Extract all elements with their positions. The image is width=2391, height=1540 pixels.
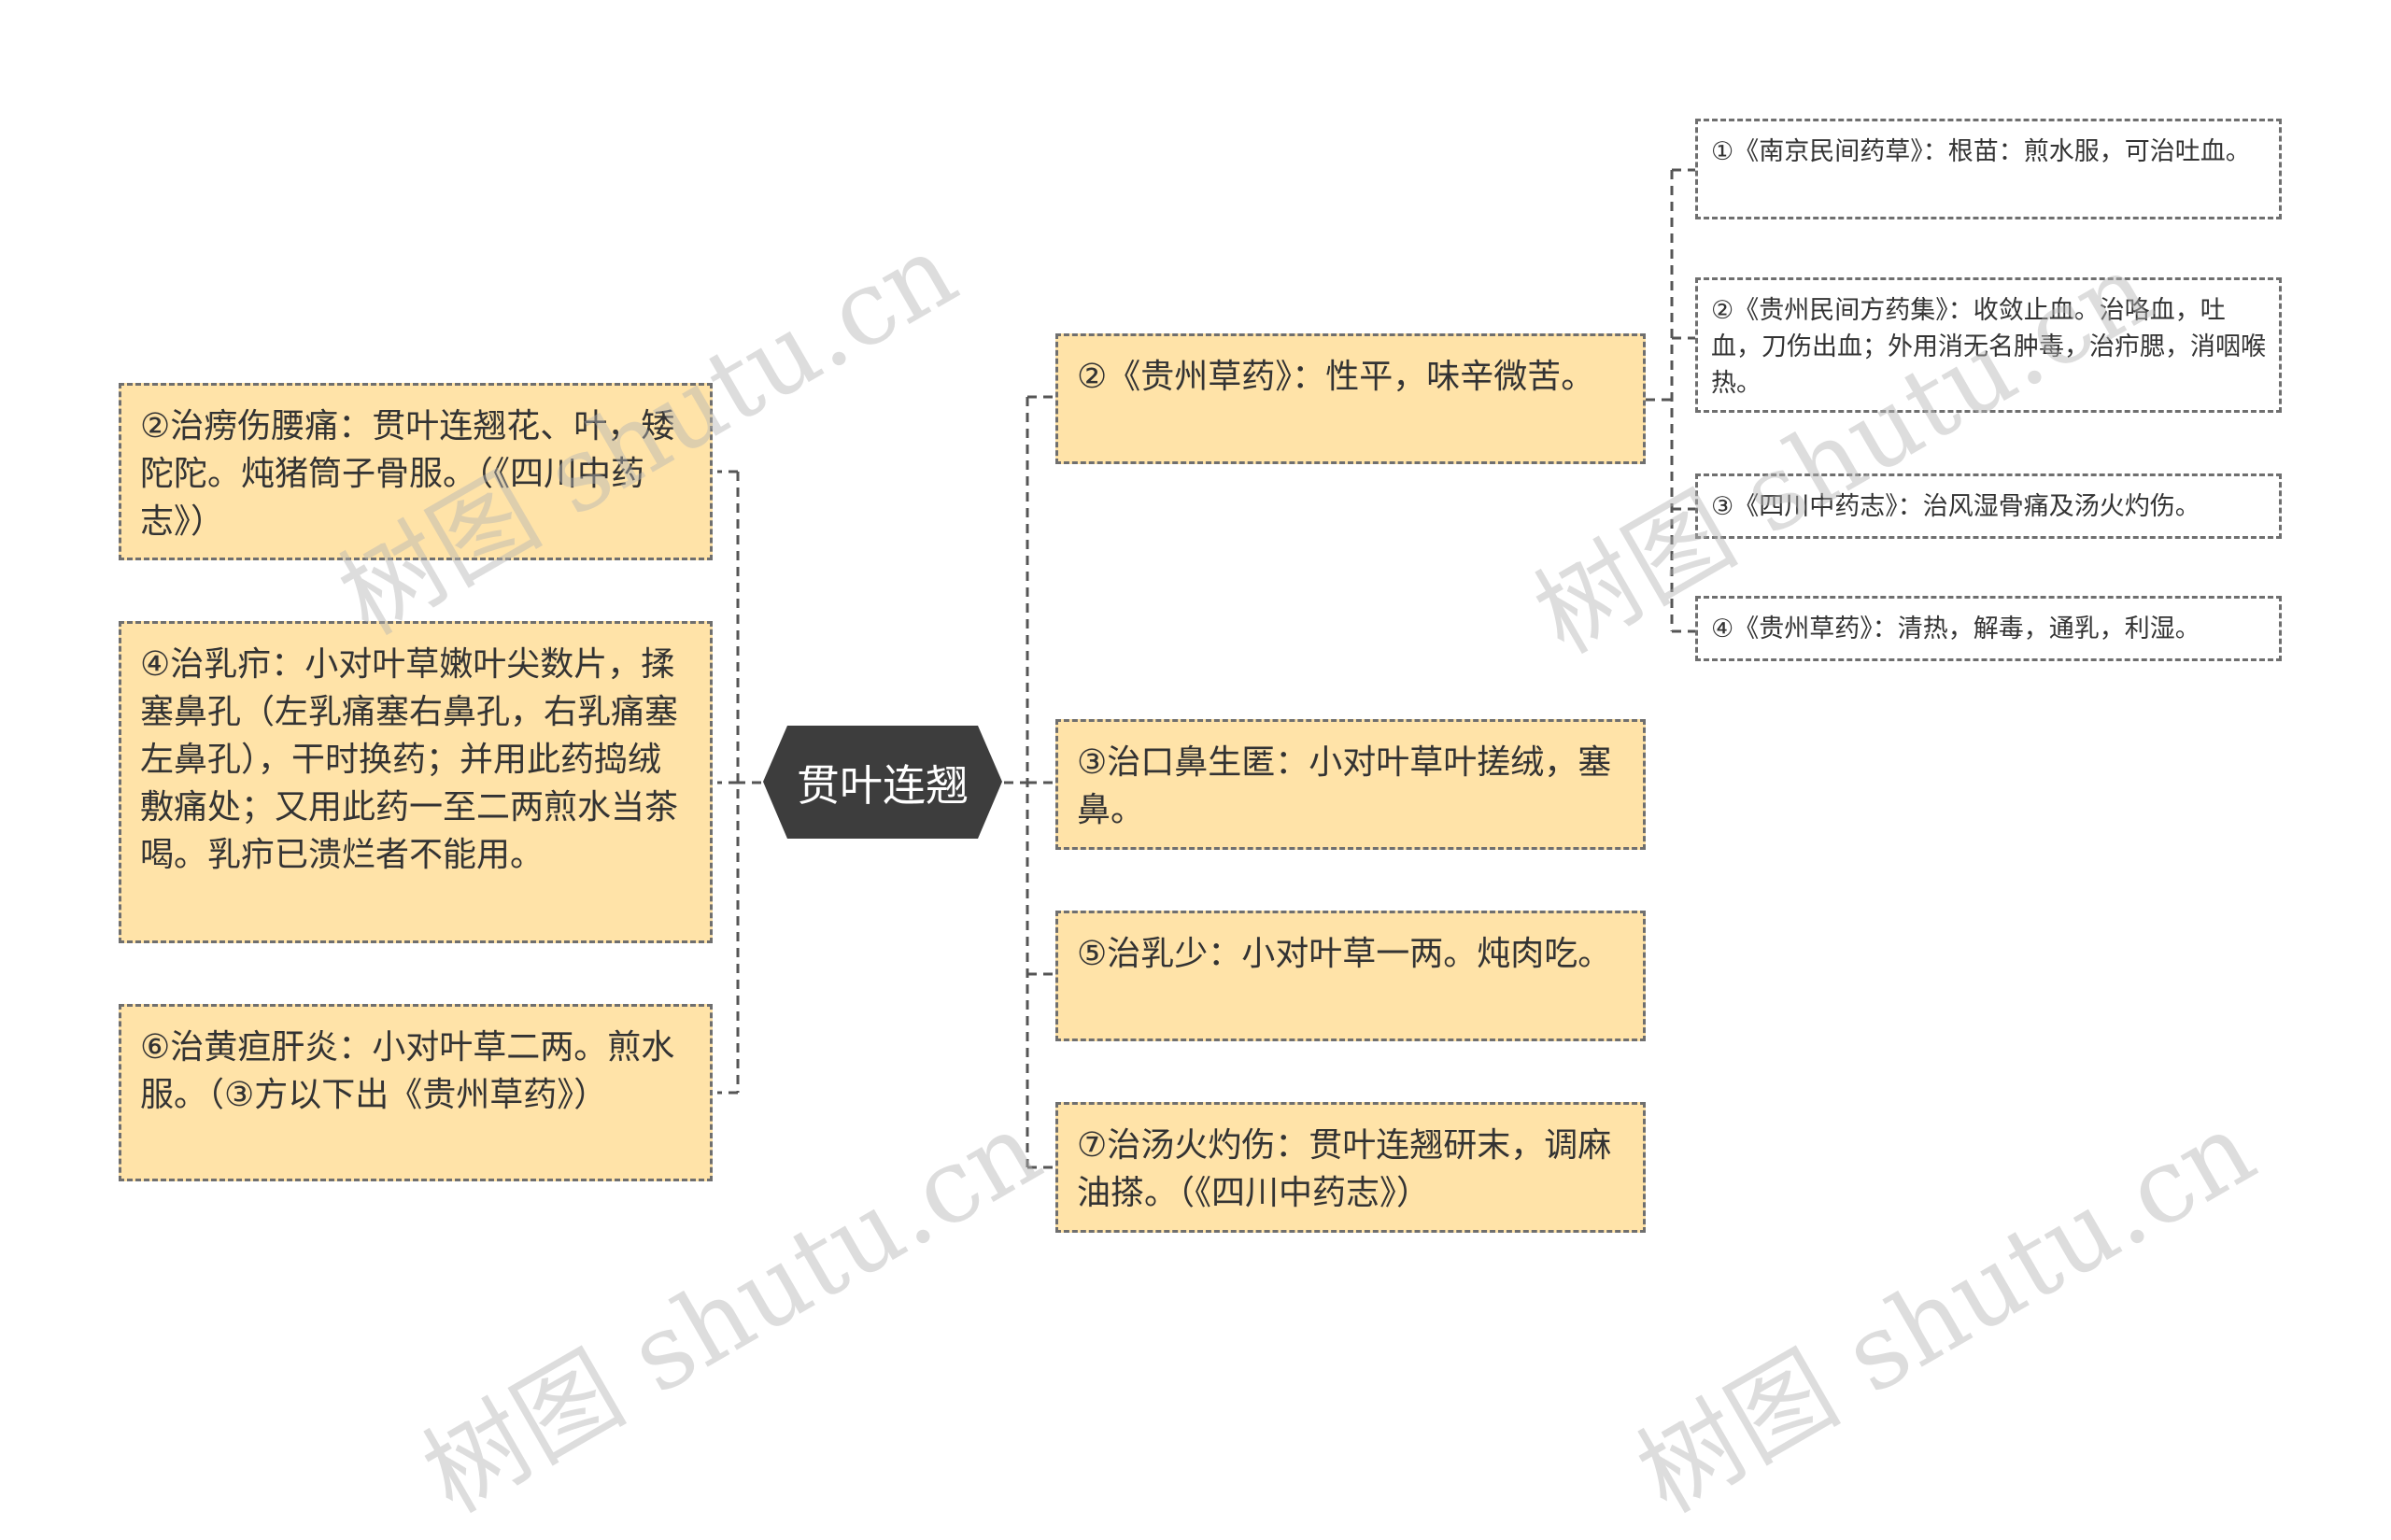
right-topic-1[interactable]: ②《贵州草药》：性平，味辛微苦。 bbox=[1055, 333, 1646, 464]
right-topic-2-text: ③治口鼻生匿：小对叶草叶搓绒，塞鼻。 bbox=[1077, 743, 1612, 829]
right-topic-4[interactable]: ⑦治汤火灼伤：贯叶连翘研末，调麻油搽。（《四川中药志》） bbox=[1055, 1102, 1646, 1233]
sub-topic-2-text: ②《贵州民间方药集》：收敛止血。治咯血，吐血，刀伤出血；外用消无名肿毒，治疖腮，… bbox=[1711, 296, 2266, 398]
left-topic-1-text: ②治痨伤腰痛：贯叶连翘花、叶，矮陀陀。炖猪筒子骨服。（《四川中药志》） bbox=[140, 407, 675, 541]
right-topic-1-text: ②《贵州草药》：性平，味辛微苦。 bbox=[1077, 358, 1595, 396]
sub-topic-3[interactable]: ③《四川中药志》：治风湿骨痛及汤火灼伤。 bbox=[1695, 473, 2282, 539]
right-topic-3-text: ⑤治乳少：小对叶草一两。炖肉吃。 bbox=[1077, 935, 1612, 973]
center-hexagon bbox=[763, 726, 1002, 839]
left-topic-2[interactable]: ④治乳疖：小对叶草嫩叶尖数片，揉塞鼻孔（左乳痛塞右鼻孔，右乳痛塞左鼻孔），干时换… bbox=[119, 621, 713, 943]
sub-topic-3-text: ③《四川中药志》：治风湿骨痛及汤火灼伤。 bbox=[1711, 492, 2200, 521]
sub-topic-4[interactable]: ④《贵州草药》：清热，解毒，通乳，利湿。 bbox=[1695, 596, 2282, 661]
right-topic-4-text: ⑦治汤火灼伤：贯叶连翘研末，调麻油搽。（《四川中药志》） bbox=[1077, 1126, 1612, 1212]
sub-topic-1[interactable]: ①《南京民间药草》：根苗：煎水服，可治吐血。 bbox=[1695, 119, 2282, 219]
right-topic-3[interactable]: ⑤治乳少：小对叶草一两。炖肉吃。 bbox=[1055, 911, 1646, 1041]
sub-topic-1-text: ①《南京民间药草》：根苗：煎水服，可治吐血。 bbox=[1711, 137, 2251, 166]
left-topic-1[interactable]: ②治痨伤腰痛：贯叶连翘花、叶，矮陀陀。炖猪筒子骨服。（《四川中药志》） bbox=[119, 383, 713, 560]
sub-topic-4-text: ④《贵州草药》：清热，解毒，通乳，利湿。 bbox=[1711, 615, 2200, 643]
left-topic-3[interactable]: ⑥治黄疸肝炎：小对叶草二两。煎水服。（③方以下出《贵州草药》） bbox=[119, 1004, 713, 1181]
center-topic-label: 贯叶连翘 bbox=[797, 759, 969, 811]
center-topic[interactable]: 贯叶连翘 bbox=[761, 724, 1004, 841]
sub-topic-2[interactable]: ②《贵州民间方药集》：收敛止血。治咯血，吐血，刀伤出血；外用消无名肿毒，治疖腮，… bbox=[1695, 277, 2282, 413]
left-topic-2-text: ④治乳疖：小对叶草嫩叶尖数片，揉塞鼻孔（左乳痛塞右鼻孔，右乳痛塞左鼻孔），干时换… bbox=[140, 645, 679, 874]
connector-lines bbox=[717, 168, 1695, 1169]
right-topic-2[interactable]: ③治口鼻生匿：小对叶草叶搓绒，塞鼻。 bbox=[1055, 719, 1646, 850]
left-topic-3-text: ⑥治黄疸肝炎：小对叶草二两。煎水服。（③方以下出《贵州草药》） bbox=[140, 1028, 675, 1114]
